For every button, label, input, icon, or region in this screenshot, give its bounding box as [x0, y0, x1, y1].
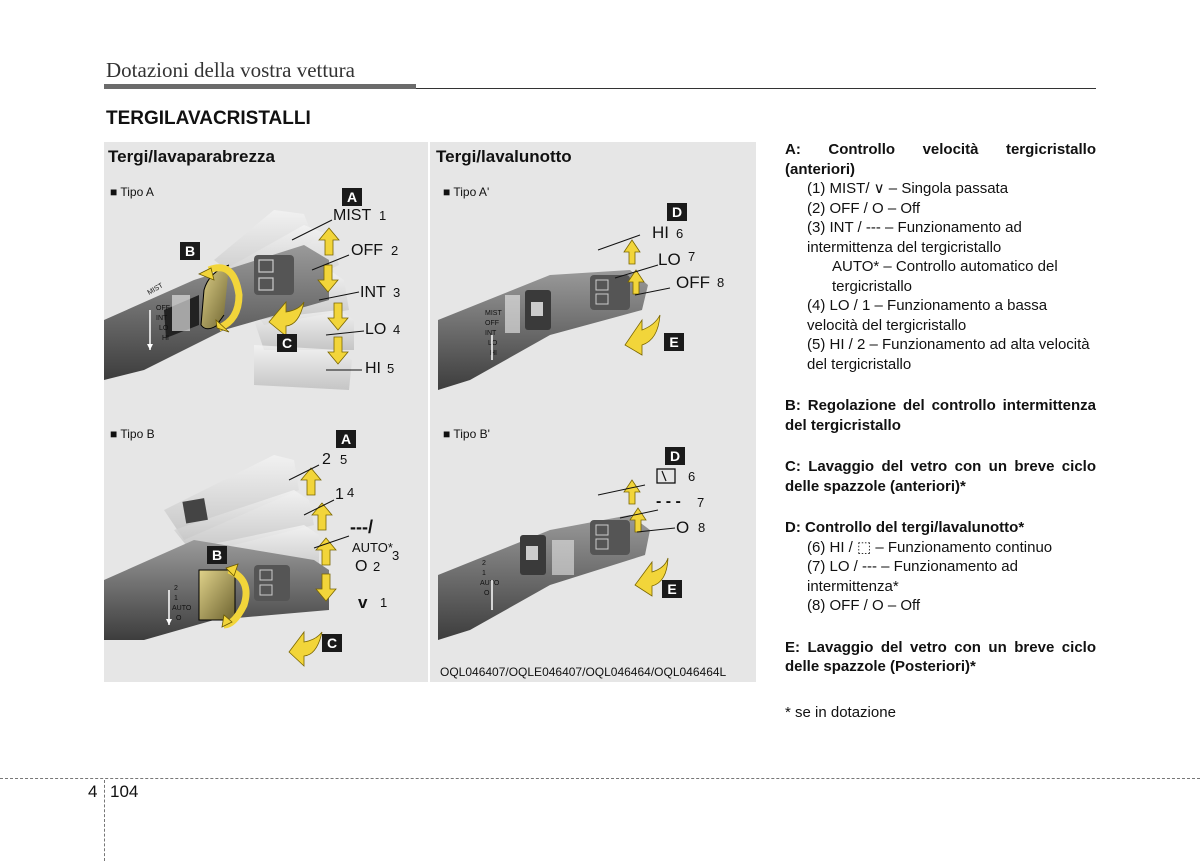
svg-text:O: O	[484, 590, 490, 597]
rear-num-7-b: 7	[697, 495, 704, 510]
num-4: 4	[393, 322, 400, 337]
svg-text:INT: INT	[485, 330, 497, 337]
section-title: TERGILAVACRISTALLI	[106, 108, 311, 130]
svg-text:O: O	[176, 615, 182, 622]
legend-c-title: C: Lavaggio del vetro con un breve ciclo…	[785, 457, 1096, 496]
letter-d-rear-top: D	[667, 203, 687, 221]
rear-label-hi: HI	[652, 223, 669, 243]
svg-text:LO: LO	[159, 325, 169, 332]
rear-tipo-b-illustration: 2 1 AUTO O	[430, 440, 756, 650]
label-2: 2	[322, 451, 331, 469]
legend-e-title: E: Lavaggio del vetro con un breve ciclo…	[785, 638, 1096, 677]
num-3-b: 3	[392, 548, 399, 563]
letter-c-front-top: C	[277, 334, 297, 352]
rear-tipo-a-illustration: MIST OFF INT LO HI	[430, 200, 756, 400]
label-int-dashes: ---/	[350, 517, 373, 538]
legend-a-item-5: (5) HI / 2 – Funzionamento ad alta veloc…	[785, 335, 1096, 374]
legend-a-item-1: (1) MIST/ ∨ – Singola passata	[785, 179, 1096, 199]
front-panel-heading: Tergi/lavaparabrezza	[108, 147, 275, 167]
svg-text:OFF: OFF	[485, 320, 499, 327]
rear-label-o: O	[676, 518, 689, 538]
legend-a-item-3: (3) INT / --- – Funzionamento ad intermi…	[785, 218, 1096, 257]
legend-a-item-2: (2) OFF / O – Off	[785, 199, 1096, 219]
rear-num-6-b: 6	[688, 469, 695, 484]
letter-d-rear-bottom: D	[665, 447, 685, 465]
num-3: 3	[393, 285, 400, 300]
legend-a-item-auto: AUTO* – Controllo automatico del tergicr…	[785, 257, 1096, 296]
tipo-b-label: ■ Tipo B	[110, 427, 155, 441]
num-1: 1	[379, 208, 386, 223]
label-int: INT	[360, 284, 386, 302]
rear-label-off: OFF	[676, 273, 710, 293]
tipo-a-label: ■ Tipo A	[110, 185, 154, 199]
rear-num-8-b: 8	[698, 520, 705, 535]
num-4-b: 4	[347, 485, 354, 500]
letter-e-rear-bottom: E	[662, 580, 682, 598]
letter-a-front-bottom: A	[336, 430, 356, 448]
letter-e-rear-top: E	[664, 333, 684, 351]
legend-column: A: Controllo velocità tergicristallo (an…	[785, 140, 1096, 722]
legend-a-title: A: Controllo velocità tergicristallo (an…	[785, 140, 1096, 179]
svg-text:LO: LO	[488, 340, 498, 347]
svg-text:1: 1	[174, 595, 178, 602]
legend-d-item-7: (7) LO / --- – Funzionamento ad intermit…	[785, 557, 1096, 596]
tipo-a-prime-label: ■ Tipo A'	[443, 185, 489, 199]
figure-reference-code: OQL046407/OQLE046407/OQL046464/OQL046464…	[440, 665, 726, 679]
legend-d-item-6: (6) HI / ⬚ – Funzionamento continuo	[785, 538, 1096, 558]
label-lo: LO	[365, 321, 386, 339]
label-off: OFF	[351, 242, 383, 260]
rear-label-dashes: - - -	[656, 493, 681, 511]
page-number: 104	[110, 782, 138, 802]
footer-divider	[0, 778, 1200, 779]
svg-text:MIST: MIST	[485, 310, 502, 317]
label-hi: HI	[365, 360, 381, 378]
rear-num-6: 6	[676, 226, 683, 241]
letter-c-front-bottom: C	[322, 634, 342, 652]
label-1: 1	[335, 486, 344, 504]
running-header: Dotazioni della vostra vettura	[106, 58, 355, 83]
svg-text:HI: HI	[162, 335, 169, 342]
num-2: 2	[391, 243, 398, 258]
rear-num-7: 7	[688, 249, 695, 264]
svg-text:HI: HI	[490, 350, 497, 357]
header-rule-thin	[416, 88, 1096, 89]
svg-text:INT: INT	[156, 315, 168, 322]
svg-text:2: 2	[482, 560, 486, 567]
label-mist-symbol: v	[358, 593, 367, 613]
svg-text:OFF: OFF	[156, 305, 170, 312]
svg-text:AUTO: AUTO	[172, 605, 192, 612]
num-5-b: 5	[340, 452, 347, 467]
rear-panel-heading: Tergi/lavalunotto	[436, 147, 572, 167]
svg-text:1: 1	[482, 570, 486, 577]
chapter-number: 4	[88, 782, 97, 802]
legend-d-item-8: (8) OFF / O – Off	[785, 596, 1096, 616]
header-rule-dark	[104, 84, 416, 89]
tipo-b-prime-label: ■ Tipo B'	[443, 427, 490, 441]
num-2-b: 2	[373, 559, 380, 574]
svg-text:2: 2	[174, 585, 178, 592]
letter-a-front-top: A	[342, 188, 362, 206]
letter-b-front-bottom: B	[207, 546, 227, 564]
legend-a-item-4: (4) LO / 1 – Funzionamento a bassa veloc…	[785, 296, 1096, 335]
svg-text:AUTO: AUTO	[480, 580, 500, 587]
label-mist: MIST	[333, 207, 371, 225]
footer-vertical-divider	[104, 780, 105, 861]
legend-b-title: B: Regolazione del controllo intermitten…	[785, 396, 1096, 435]
num-5: 5	[387, 361, 394, 376]
rear-label-lo: LO	[658, 250, 681, 270]
num-1-b: 1	[380, 595, 387, 610]
legend-d-title: D: Controllo del tergi/lavalunotto*	[785, 518, 1096, 538]
label-o: O	[355, 558, 367, 576]
rear-num-8: 8	[717, 275, 724, 290]
letter-b-front-top: B	[180, 242, 200, 260]
footnote: * se in dotazione	[785, 703, 1096, 723]
front-tipo-b-illustration: 2 1 AUTO O	[104, 440, 428, 670]
label-auto: AUTO*	[352, 540, 393, 555]
